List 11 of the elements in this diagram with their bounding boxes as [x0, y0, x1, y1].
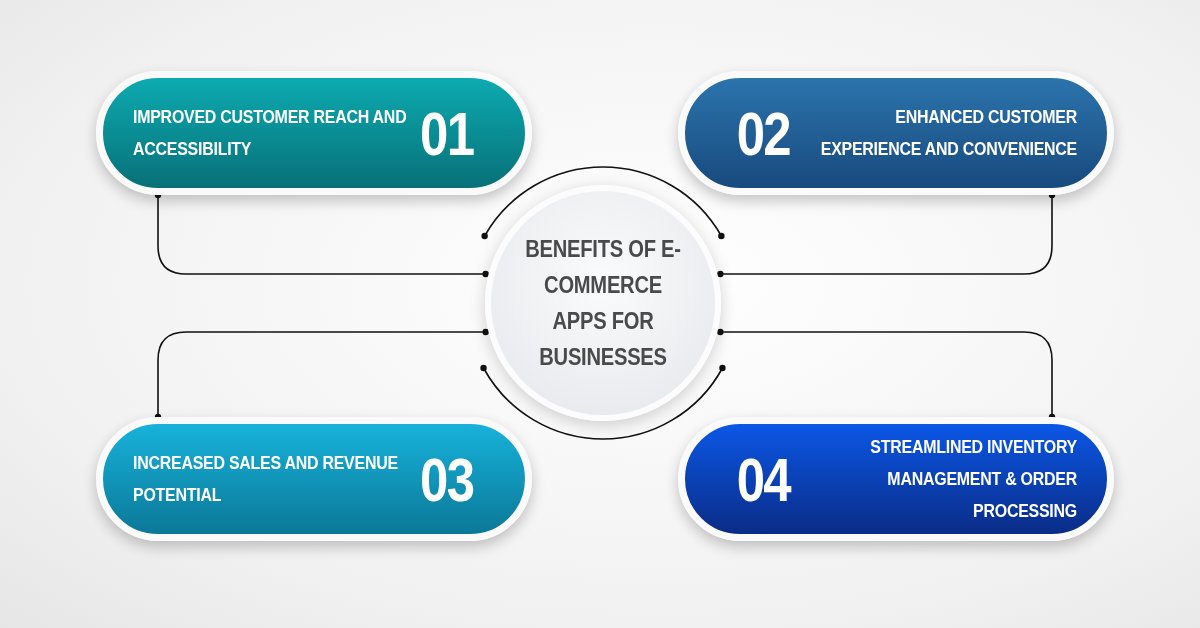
center-title: BENEFITS OF E-COMMERCE APPS FOR BUSINESSES — [524, 234, 682, 372]
benefit-text: INCREASED SALES AND REVENUE POTENTIAL — [133, 451, 399, 507]
benefit-pill — [678, 417, 1114, 541]
step-number: 01 — [420, 97, 474, 169]
step-number: 03 — [420, 443, 474, 515]
benefit-pill — [96, 417, 532, 541]
benefit-text: STREAMLINED INVENTORY MANAGEMENT & ORDER PROCESSING — [869, 435, 1077, 523]
step-number: 02 — [736, 97, 790, 169]
step-number: 04 — [736, 443, 790, 515]
benefit-text: ENHANCED CUSTOMER EXPERIENCE AND CONVENIENCE — [819, 105, 1077, 161]
benefit-text: IMPROVED CUSTOMER REACH AND ACCESSIBILITY — [133, 105, 408, 161]
